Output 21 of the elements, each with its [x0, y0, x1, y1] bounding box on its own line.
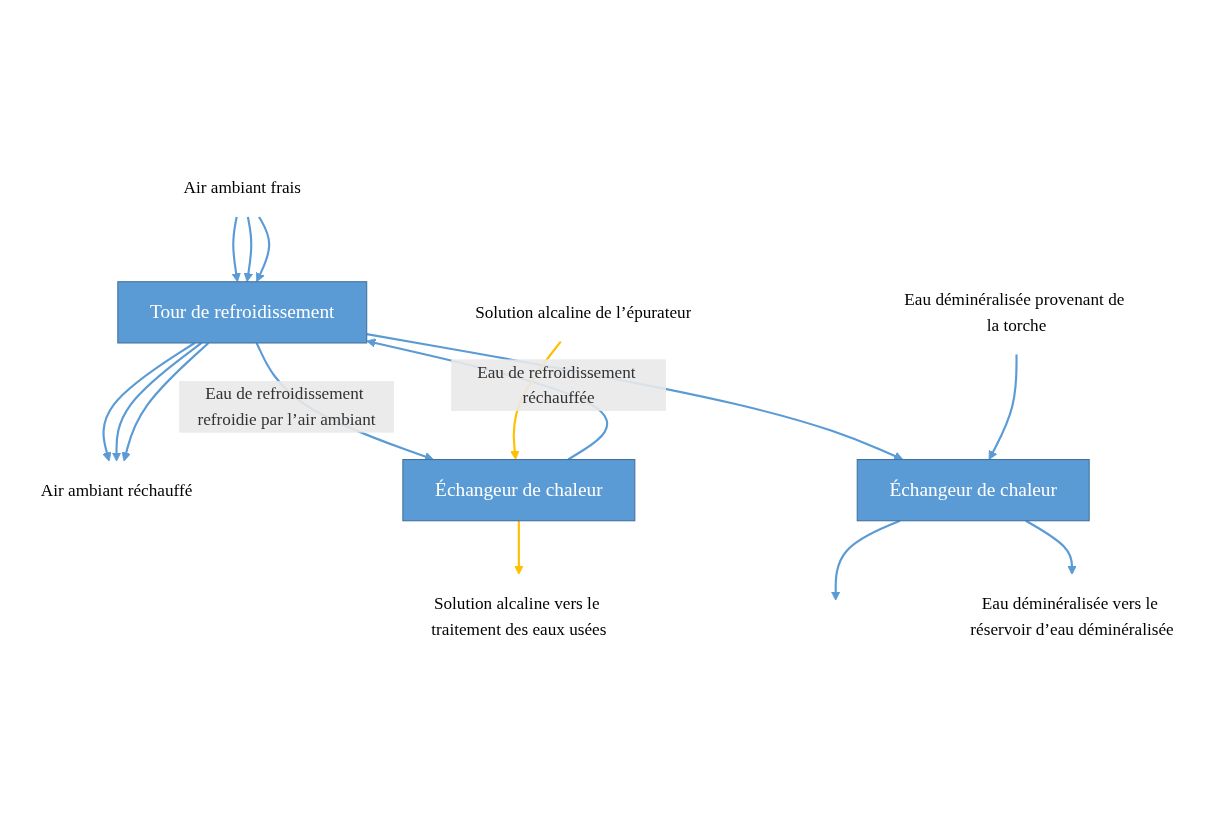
node-text: Eau déminéralisée vers le réservoir d’eau déminéralisée	[970, 593, 1174, 638]
node-text: Air ambiant réchauffé	[40, 480, 193, 499]
arrow	[102, 342, 196, 462]
node-box: Tour de refroidissement	[117, 281, 368, 344]
node-text: Air ambiant frais	[183, 178, 301, 197]
arrow	[231, 216, 241, 283]
arrow	[1025, 519, 1077, 575]
arrow	[243, 216, 254, 283]
edge-label: Eau de refroidissement réchauffée	[477, 362, 636, 407]
edge-label: Eau de refroidissement refroidie par l’air ambiant	[197, 384, 376, 429]
arrow	[830, 519, 901, 601]
arrow	[255, 216, 271, 283]
arrow	[988, 354, 1018, 460]
node-text: Eau déminéralisée provenant de la torche	[904, 289, 1125, 334]
node-box: Échangeur de chaleur	[402, 459, 636, 522]
node-text: Solution alcaline de l’épurateur	[475, 302, 692, 321]
node-text: Solution alcaline vers le traitement des eaux usées	[431, 593, 607, 638]
arrow	[514, 520, 524, 575]
arrow	[111, 342, 203, 462]
arrow	[121, 342, 210, 462]
node-box: Échangeur de chaleur	[856, 459, 1090, 522]
